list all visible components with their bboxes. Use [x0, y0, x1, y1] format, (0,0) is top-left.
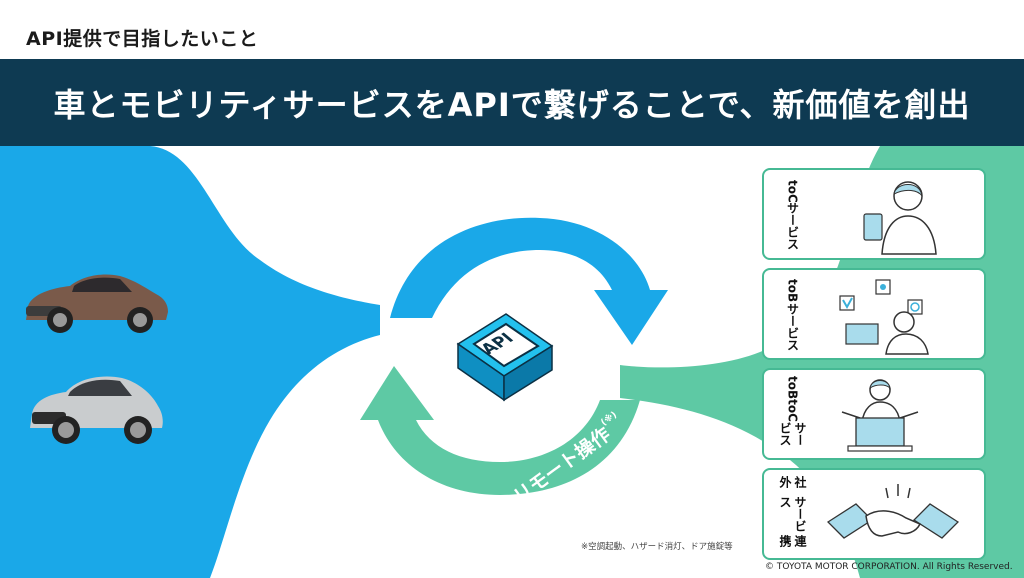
handshake-icon	[826, 484, 960, 539]
footnote: ※空調起動、ハザード消灯、ドア施錠等	[581, 542, 733, 552]
suv-car-icon	[30, 376, 163, 444]
vehicle-data-arrow	[390, 217, 668, 345]
presenter-with-laptop-icon	[841, 379, 919, 452]
card-external-service-integration[interactable]: 社外サービス連携	[762, 468, 986, 560]
remote-control-arrow	[360, 366, 640, 495]
worker-at-laptop-icon	[839, 279, 929, 355]
copyright: © TOYOTA MOTOR CORPORATION. All Rights R…	[765, 562, 1013, 572]
person-with-tablet-icon	[863, 181, 937, 255]
vehicle-flow-region	[0, 146, 380, 578]
card-label: 社外サービス連携	[778, 476, 807, 547]
headline-text: 車とモビリティサービスをAPIで繋げることで、新価値を創出	[53, 85, 971, 124]
section-title: API提供で目指したいこと	[26, 28, 259, 50]
headline-banner: 車とモビリティサービスをAPIで繋げることで、新価値を創出	[0, 59, 1024, 146]
api-chip-icon	[456, 313, 554, 402]
sedan-car-icon	[26, 274, 168, 333]
